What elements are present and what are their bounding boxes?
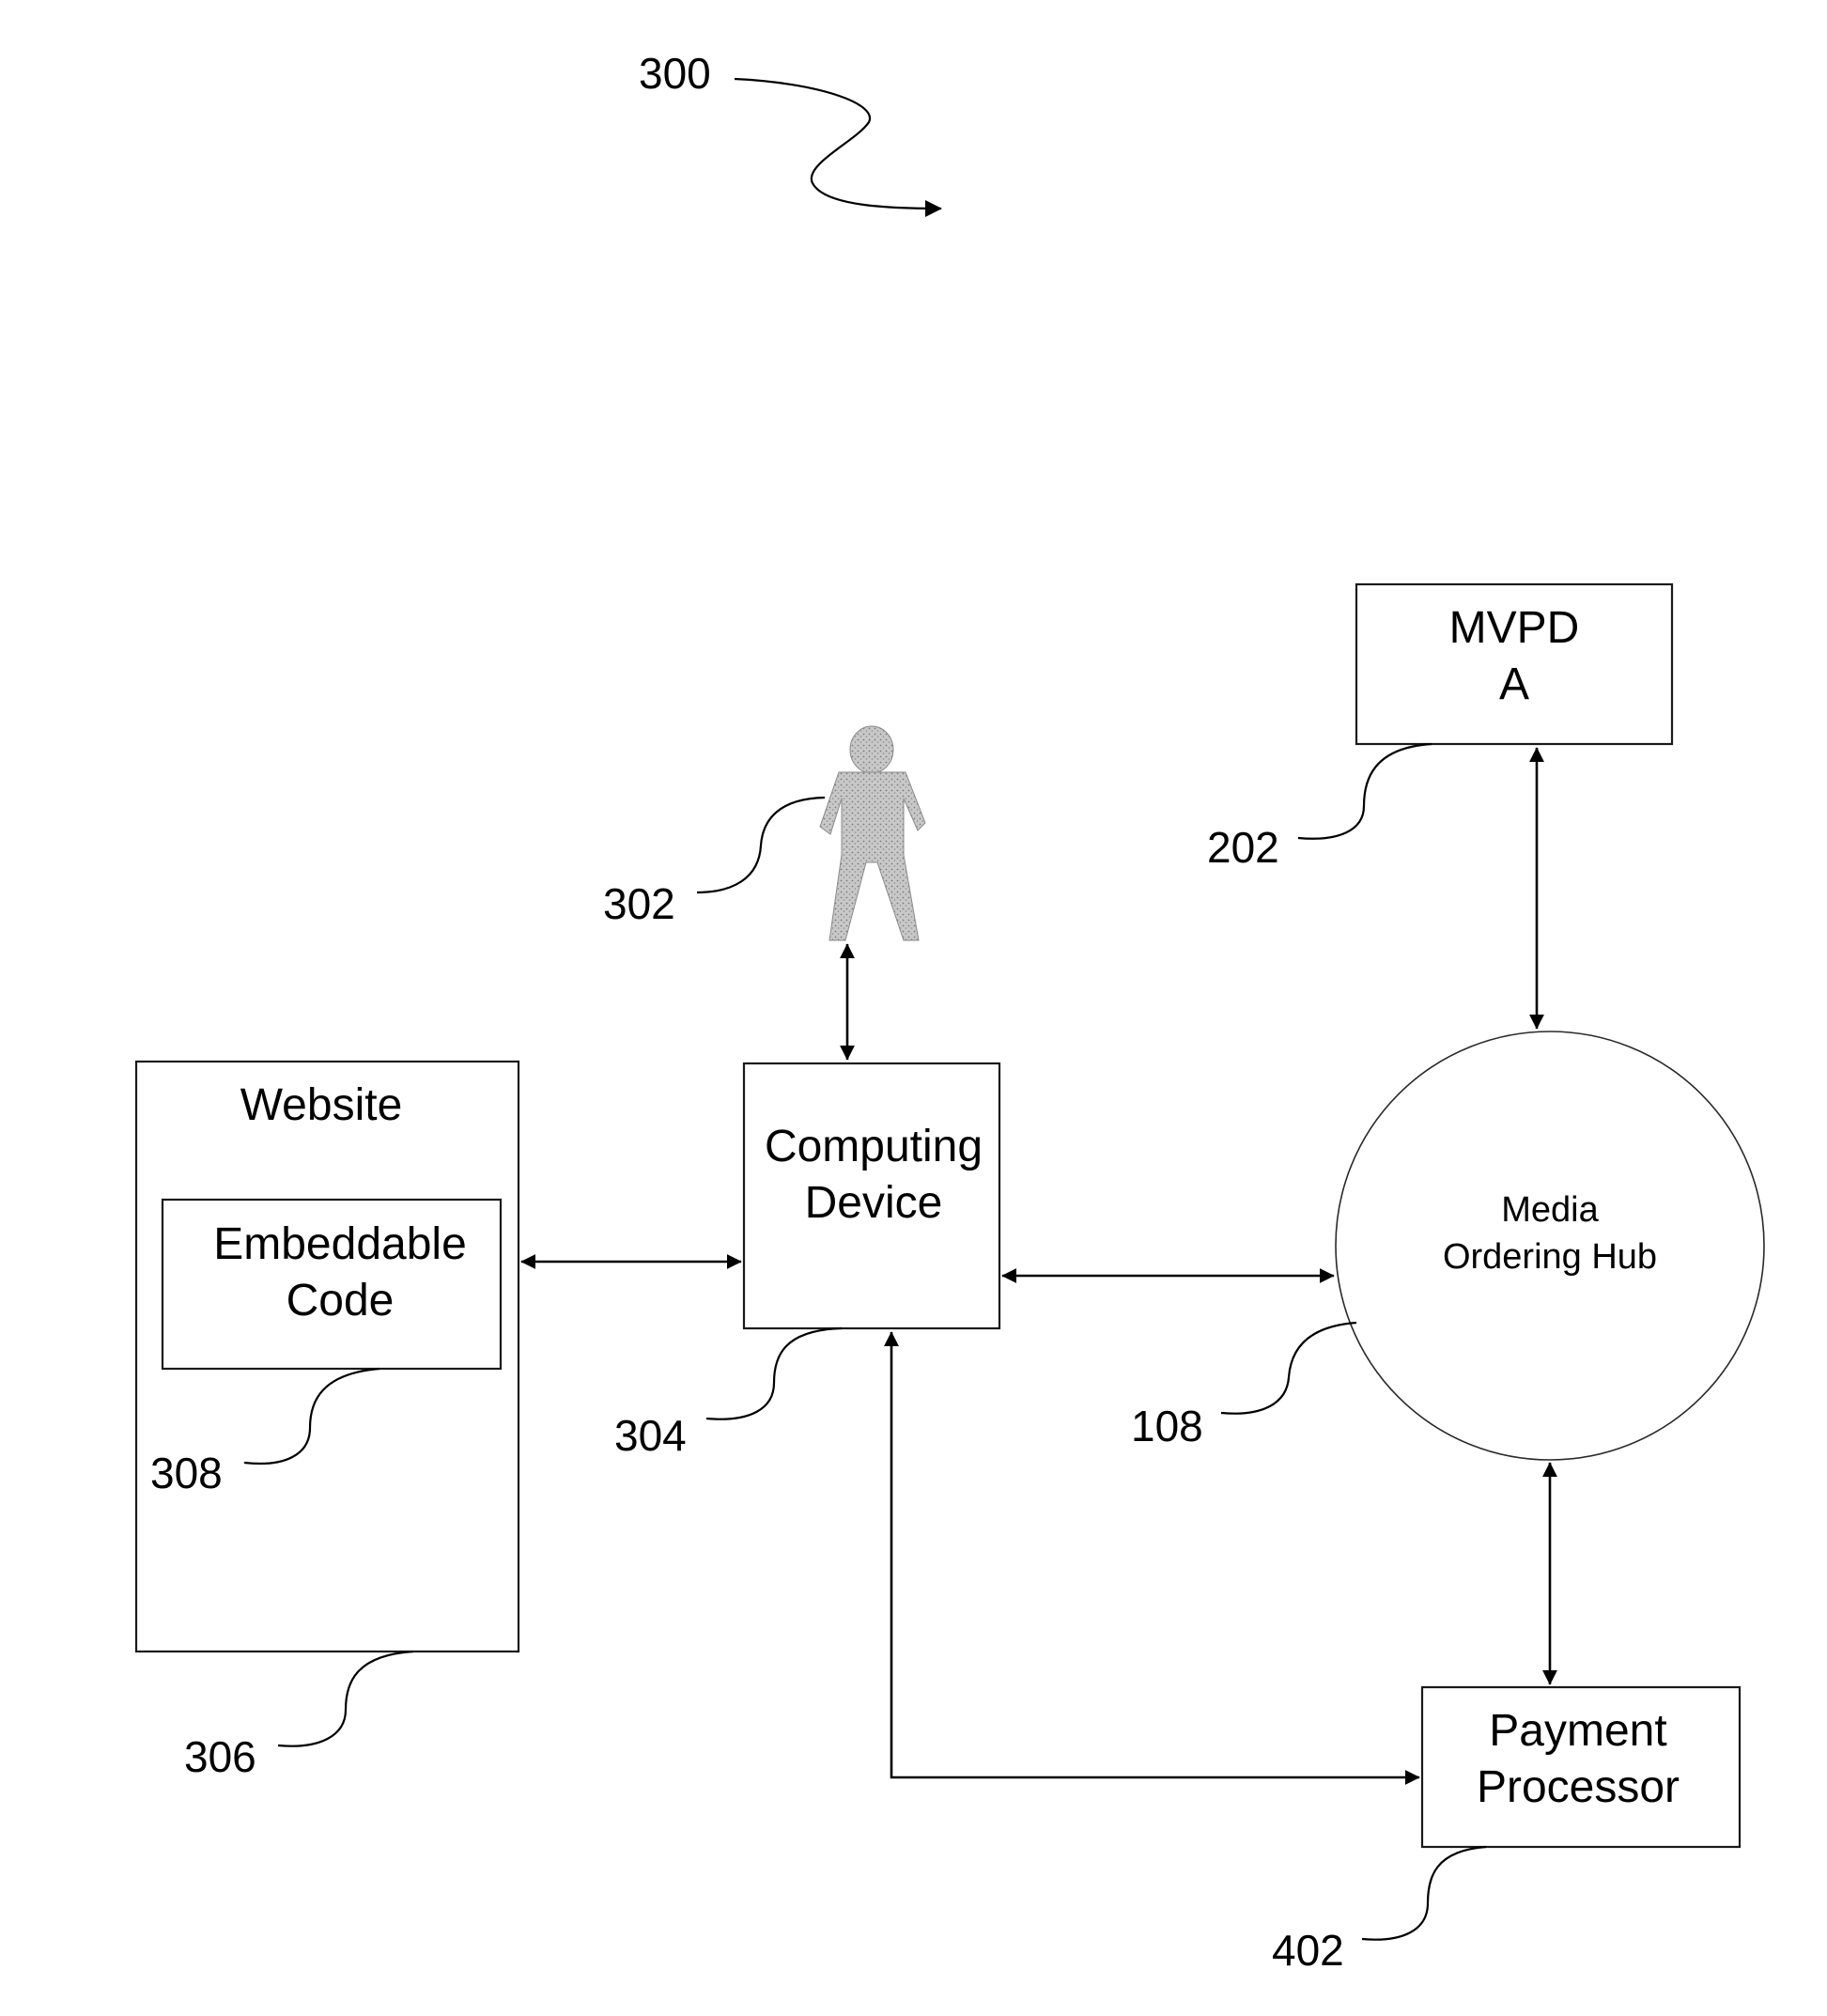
computing-device-label-line2: Device xyxy=(805,1178,943,1228)
figure-number-arrow xyxy=(735,79,941,209)
user-ref-leader xyxy=(697,798,825,892)
user-ref: 302 xyxy=(603,879,675,928)
payment-processor-ref-leader xyxy=(1362,1847,1486,1940)
payment-processor-label-line2: Processor xyxy=(1477,1762,1680,1812)
mvpd-label-line1: MVPD xyxy=(1449,603,1580,653)
connection-payment-device xyxy=(891,1332,1419,1777)
payment-processor-label-line1: Payment xyxy=(1489,1706,1666,1756)
user-figure-icon xyxy=(820,726,925,940)
media-ordering-hub-label-line1: Media xyxy=(1501,1190,1599,1230)
website-ref-leader xyxy=(278,1652,413,1746)
mvpd-ref-leader xyxy=(1298,744,1432,839)
computing-device-ref-leader xyxy=(706,1328,842,1419)
media-ordering-hub-ref: 108 xyxy=(1131,1402,1203,1450)
payment-processor-ref: 402 xyxy=(1272,1926,1344,1975)
media-ordering-hub-label-line2: Ordering Hub xyxy=(1443,1237,1657,1277)
embeddable-code-label-line2: Code xyxy=(286,1276,395,1326)
website-ref: 306 xyxy=(184,1732,256,1781)
embeddable-code-label-line1: Embeddable xyxy=(213,1219,467,1269)
media-ordering-hub-ref-leader xyxy=(1221,1323,1356,1414)
computing-device-ref: 304 xyxy=(614,1411,687,1460)
computing-device-label-line1: Computing xyxy=(765,1122,983,1171)
website-label: Website xyxy=(240,1080,403,1130)
embeddable-code-ref: 308 xyxy=(150,1449,223,1497)
mvpd-ref: 202 xyxy=(1207,823,1279,872)
figure-number: 300 xyxy=(639,49,711,98)
mvpd-label-line2: A xyxy=(1499,659,1529,709)
